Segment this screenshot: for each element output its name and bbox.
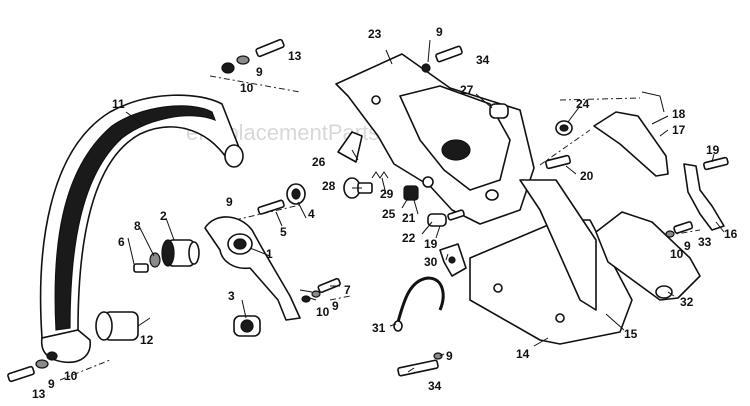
callout-29: 29	[380, 187, 394, 201]
callout-3: 3	[228, 289, 235, 303]
callout-10-mid: 10	[316, 305, 330, 319]
callout-34-bottom: 34	[428, 379, 442, 393]
callout-19-right: 19	[706, 143, 720, 157]
callout-26: 26	[312, 155, 326, 169]
callout-20: 20	[580, 169, 594, 183]
callout-23: 23	[368, 27, 382, 41]
callout-9-top-center: 9	[436, 25, 443, 39]
callout-21: 21	[402, 211, 416, 225]
washer-part-8	[149, 252, 161, 268]
callout-6: 6	[118, 235, 125, 249]
screw-part-9-10-right	[665, 221, 694, 238]
mount-bracket-part-1	[204, 216, 301, 321]
callout-7: 7	[344, 283, 351, 297]
front-handle-part-11	[39, 94, 244, 364]
callout-32: 32	[680, 295, 694, 309]
callout-9-mid-left: 9	[226, 195, 233, 209]
pin-part-19-right	[703, 156, 729, 171]
callout-19-center: 19	[424, 237, 438, 251]
screw-part-13-top	[255, 38, 285, 58]
bushing-part-25	[403, 185, 419, 201]
callout-33: 33	[698, 235, 712, 249]
bushing-part-3	[233, 315, 261, 337]
cover-part-32	[595, 211, 701, 301]
main-housing-part-23	[335, 53, 535, 225]
callout-28: 28	[322, 179, 336, 193]
screw-part-5	[257, 199, 285, 215]
callout-30: 30	[424, 255, 438, 269]
spacer-part-4	[286, 183, 306, 205]
screw-part-7	[301, 277, 341, 303]
callout-34-top: 34	[476, 53, 490, 67]
guard-plate-part-14-15	[469, 179, 633, 345]
callout-14: 14	[516, 347, 530, 361]
callout-10-top-left: 10	[240, 81, 254, 95]
callout-22: 22	[402, 231, 416, 245]
trigger-part-16	[683, 163, 725, 231]
callout-17: 17	[672, 123, 686, 137]
cable-part-31	[393, 276, 445, 332]
callout-12: 12	[140, 333, 154, 347]
mount-bushing-part-12	[95, 311, 151, 341]
callout-15: 15	[624, 327, 638, 341]
callout-13-bottom: 13	[32, 387, 46, 401]
pin-part-19-center	[427, 213, 447, 227]
callout-9-top-left: 9	[256, 65, 263, 79]
callout-labels: 1 2 3 4 5 6 7 8 9 9 9 9 9 9 9 10 10 10 1…	[32, 25, 738, 401]
callout-2: 2	[160, 209, 167, 223]
screw-part-13-bottom	[7, 365, 35, 383]
spacer-part-27	[489, 103, 509, 119]
callout-9-bottom-center: 9	[446, 349, 453, 363]
washer-part-9-10-bottom	[35, 351, 58, 369]
pin-part-22	[447, 209, 465, 221]
callout-11: 11	[112, 97, 125, 111]
screw-part-6	[133, 263, 149, 273]
brake-lever-part-18	[593, 91, 669, 177]
latch-part-30	[439, 243, 467, 277]
spring-part-29	[371, 171, 389, 179]
callout-4: 4	[308, 207, 315, 221]
leader-lines	[125, 39, 725, 373]
callout-1: 1	[266, 247, 273, 261]
callout-25: 25	[382, 207, 396, 221]
clip-part-26	[337, 131, 363, 163]
callout-10-bottom-left: 10	[64, 369, 78, 383]
callout-16: 16	[724, 227, 738, 241]
callout-9-bottom-left: 9	[48, 377, 55, 391]
screw-part-34-bottom	[397, 352, 443, 377]
screw-part-34-top	[421, 45, 463, 73]
callout-10-right: 10	[670, 247, 684, 261]
grommet-part-24	[555, 120, 573, 136]
callout-9-right: 9	[684, 239, 691, 253]
callout-5: 5	[280, 225, 287, 239]
washer-part-9-10-top	[221, 55, 250, 74]
bushing-part-2	[161, 239, 200, 267]
callout-27: 27	[460, 83, 474, 97]
callout-8: 8	[134, 219, 141, 233]
callout-13-top: 13	[288, 49, 302, 63]
pin-part-20	[545, 154, 571, 170]
callout-9-mid: 9	[332, 299, 339, 313]
callout-24: 24	[576, 97, 590, 111]
callout-31: 31	[372, 321, 386, 335]
callout-18: 18	[672, 107, 686, 121]
